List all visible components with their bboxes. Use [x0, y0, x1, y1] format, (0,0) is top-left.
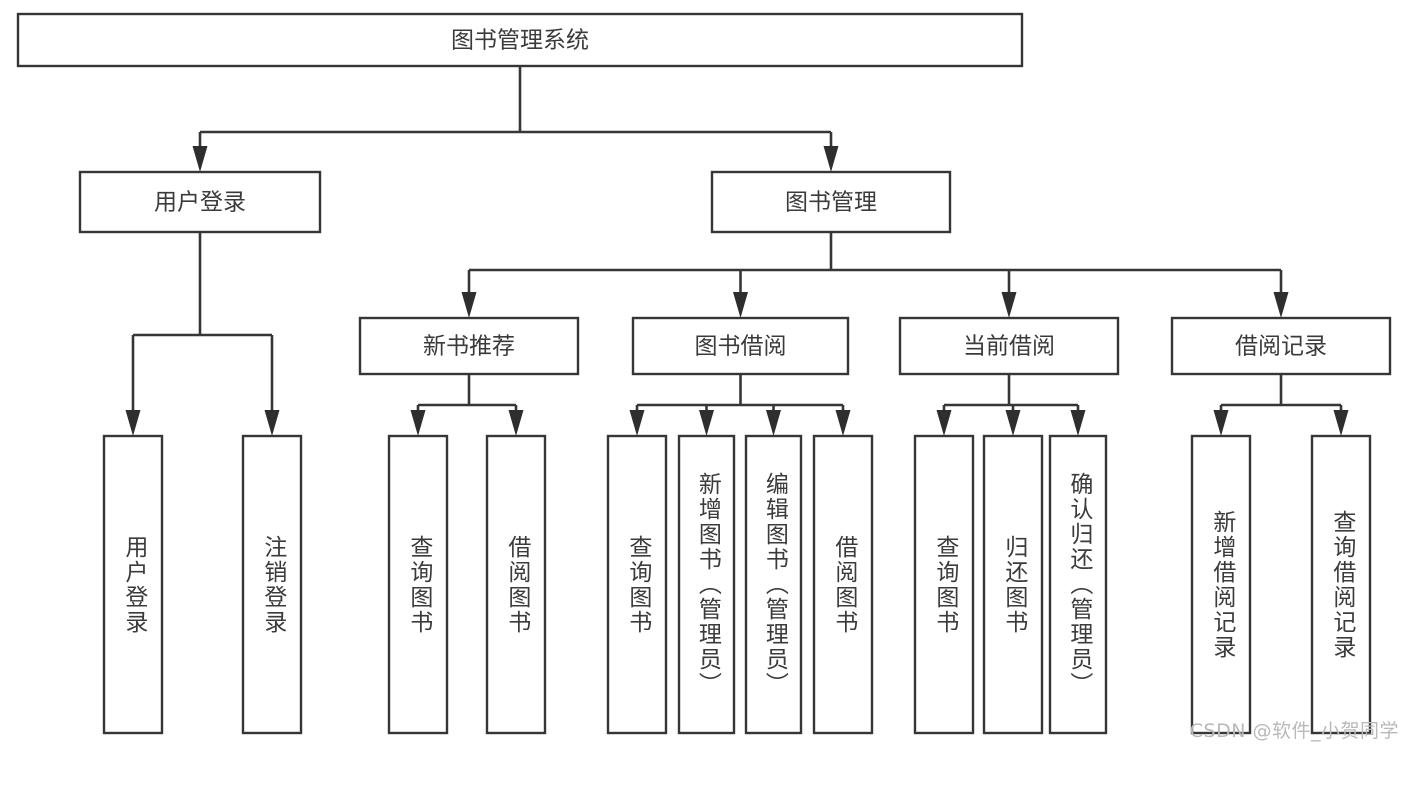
- node-box-user-login[interactable]: [78, 170, 322, 234]
- node-box-confirm-return-admin[interactable]: [1048, 434, 1108, 735]
- node-label-root: 图书管理系统: [451, 28, 589, 54]
- arrow-head-icon: [1273, 292, 1289, 318]
- csdn-watermark: CSDN @软件_小贺同学: [1189, 720, 1399, 742]
- node-box-root[interactable]: [16, 12, 1024, 68]
- arrow-head-icon: [629, 410, 645, 436]
- node-box-borrow-book-1[interactable]: [485, 434, 547, 735]
- arrow-head-icon: [410, 410, 426, 436]
- node-label-new-book-recommend: 新书推荐: [423, 334, 515, 360]
- arrow-head-icon: [823, 146, 839, 172]
- node-box-edit-book-admin[interactable]: [744, 434, 803, 735]
- node-box-new-book-recommend[interactable]: [358, 316, 580, 376]
- arrow-head-icon: [1213, 410, 1229, 436]
- node-box-query-book-2[interactable]: [606, 434, 668, 735]
- node-box-add-book-admin[interactable]: [677, 434, 736, 735]
- node-box-add-borrow-record[interactable]: [1190, 434, 1252, 735]
- node-box-book-borrow[interactable]: [631, 316, 850, 376]
- node-box-query-borrow-record[interactable]: [1310, 434, 1372, 735]
- arrow-head-icon: [1001, 292, 1017, 318]
- node-box-borrow-book-2[interactable]: [812, 434, 874, 735]
- arrow-head-icon: [125, 410, 141, 436]
- arrow-head-icon: [733, 292, 748, 318]
- arrow-head-icon: [766, 410, 781, 436]
- node-label-book-management: 图书管理: [785, 190, 877, 216]
- arrow-head-icon: [192, 146, 208, 172]
- arrow-head-icon: [1333, 410, 1349, 436]
- node-box-borrow-record[interactable]: [1170, 316, 1392, 376]
- connector-layer: [125, 66, 1349, 436]
- arrow-head-icon: [699, 410, 714, 436]
- arrow-head-icon: [508, 410, 524, 436]
- box-layer: [16, 12, 1392, 735]
- arrow-head-icon: [461, 292, 477, 318]
- node-box-query-book-1[interactable]: [387, 434, 449, 735]
- node-box-current-borrow[interactable]: [898, 316, 1120, 376]
- node-box-book-management[interactable]: [710, 170, 952, 234]
- arrow-head-icon: [264, 410, 280, 436]
- arrow-head-icon: [936, 410, 952, 436]
- flowchart-diagram: 图书管理系统用户登录图书管理新书推荐图书借阅当前借阅借阅记录 用户登录注销登录查…: [16, 12, 1399, 742]
- node-label-current-borrow: 当前借阅: [963, 334, 1055, 360]
- node-box-return-book[interactable]: [982, 434, 1044, 735]
- node-label-borrow-record: 借阅记录: [1235, 334, 1327, 360]
- node-box-user-logout-leaf[interactable]: [241, 434, 303, 735]
- node-box-query-book-3[interactable]: [913, 434, 975, 735]
- arrow-head-icon: [1005, 410, 1021, 436]
- arrow-head-icon: [1070, 410, 1086, 436]
- arrow-head-icon: [835, 410, 851, 436]
- node-label-user-login: 用户登录: [154, 190, 246, 216]
- node-box-user-login-leaf[interactable]: [102, 434, 164, 735]
- node-label-book-borrow: 图书借阅: [695, 334, 787, 360]
